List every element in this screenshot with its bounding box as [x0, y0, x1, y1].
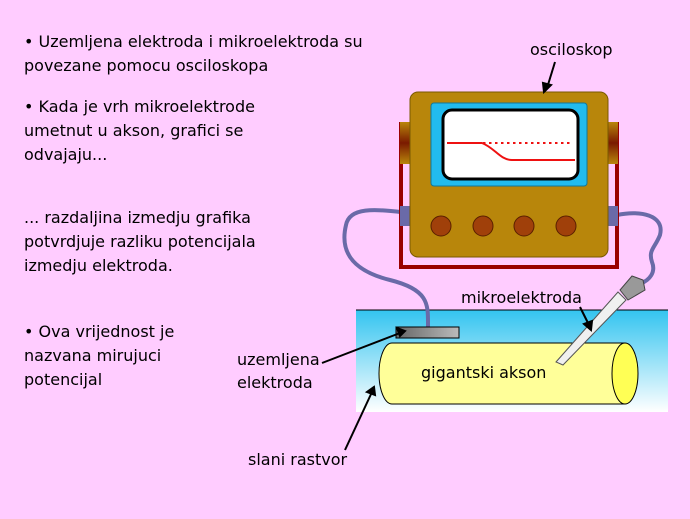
knob	[472, 215, 494, 237]
ground-electrode	[395, 326, 460, 339]
bullet-text: potencijal	[24, 370, 103, 389]
bullet-text: povezane pomocu osciloskopa	[24, 56, 269, 75]
microelectrode-wire	[616, 211, 663, 286]
bullet-text: odvajaju...	[24, 145, 108, 164]
bullet-text: umetnut u akson, grafici se	[24, 121, 244, 140]
bullet-text: • Uzemljena elektroda i mikroelektroda s…	[24, 32, 363, 51]
ground-electrode-label-1: uzemljena	[237, 350, 320, 369]
knob	[555, 215, 577, 237]
bullet-text: izmedju elektroda.	[24, 256, 173, 275]
knob	[430, 215, 452, 237]
bullet-text: • Kada je vrh mikroelektrode	[24, 97, 255, 116]
signal-trace	[448, 142, 575, 161]
ground-wire	[342, 208, 431, 328]
oscilloscope-label: osciloskop	[530, 40, 613, 59]
bullet-2: • Kada je vrh mikroelektrode umetnut u a…	[24, 95, 255, 167]
bullet-text: nazvana mirujuci	[24, 346, 162, 365]
bullet-text: ... razdaljina izmedju grafika	[24, 208, 251, 227]
oscilloscope	[399, 91, 619, 269]
knob	[513, 215, 535, 237]
bullet-1: • Uzemljena elektroda i mikroelektroda s…	[24, 30, 363, 78]
label-arrows	[321, 61, 594, 451]
bullet-4: • Ova vrijednost je nazvana mirujuci pot…	[24, 320, 174, 392]
ground-electrode-label-2: elektroda	[237, 373, 313, 392]
bullet-text: potvrdjuje razliku potencijala	[24, 232, 256, 251]
microelectrode-label: mikroelektroda	[461, 288, 582, 307]
saline-label: slani rastvor	[248, 450, 348, 469]
axon-label: gigantski akson	[421, 363, 547, 382]
bullet-text: • Ova vrijednost je	[24, 322, 175, 341]
bullet-3: ... razdaljina izmedju grafika potvrdjuj…	[24, 206, 256, 278]
